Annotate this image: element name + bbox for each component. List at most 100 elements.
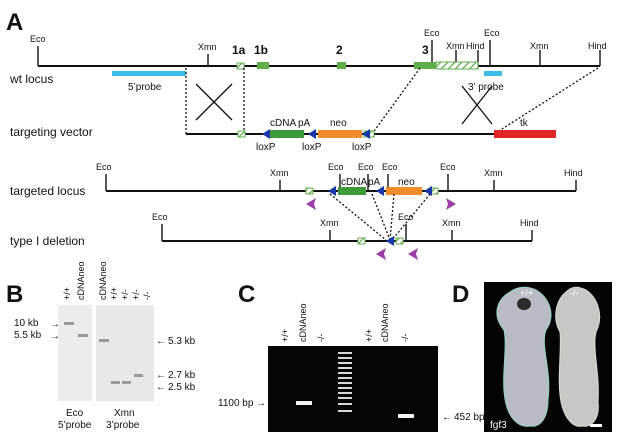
- marker-1100bp-arrow: →: [256, 398, 266, 409]
- targeted-pa-label: pA: [368, 177, 381, 188]
- marker-27kb: 2.7 kb: [168, 370, 196, 381]
- deletion-line-1: [329, 193, 387, 241]
- deletion-line-4: [391, 193, 431, 241]
- vector-pa-label: pA: [298, 118, 311, 129]
- svg-text:cDNAneo: cDNAneo: [298, 303, 308, 342]
- deletion-loxp: [386, 236, 394, 246]
- targeted-exon-1a: [305, 187, 314, 195]
- ladder-band-7: [338, 382, 352, 384]
- targeted-site-xmn-1: Xmn: [270, 168, 289, 178]
- homology-right-1: [371, 67, 421, 135]
- wt-site-xmn-3: Xmn: [530, 41, 549, 51]
- lane-c-r3: -/-: [400, 334, 410, 343]
- svg-text:+/-: +/-: [120, 289, 130, 300]
- vector-tk-bar: [494, 130, 556, 138]
- svg-text:cDNAneo: cDNAneo: [380, 303, 390, 342]
- targeted-site-eco-1: Eco: [96, 162, 112, 172]
- lane-c-l2: cDNAneo: [298, 303, 308, 342]
- marker-10kb: 10 kb: [14, 318, 39, 329]
- ladder-band-5: [338, 372, 352, 374]
- gel-band-1100bp: [296, 401, 312, 405]
- targeted-site-eco-2: Eco: [328, 162, 344, 172]
- svg-text:+/+: +/+: [62, 287, 72, 300]
- lane-c-l1: +/+: [280, 329, 290, 342]
- exon-1b: [257, 62, 269, 69]
- exon-3-label: 3: [422, 43, 429, 57]
- deletion-primer-2: [408, 248, 418, 260]
- ladder-band-6: [338, 377, 352, 379]
- svg-text:cDNAneo: cDNAneo: [76, 261, 86, 300]
- marker-10kb-arrow: →: [50, 319, 60, 330]
- lane-b-r4: +/-: [131, 289, 141, 300]
- vector-cdna-label: cDNA: [270, 118, 296, 129]
- ladder-band-9: [338, 392, 352, 394]
- deletion-site-xmn-1: Xmn: [320, 218, 339, 228]
- deletion-label: type I deletion: [10, 234, 85, 248]
- marker-53kb: 5.3 kb: [168, 336, 196, 347]
- vector-exon-1a: [237, 130, 246, 138]
- wt-site-eco-left: Eco: [30, 34, 46, 44]
- panel-b-label: B: [6, 281, 23, 308]
- targeted-loxp-1: [328, 186, 336, 196]
- deletion-dashed-lines: [329, 193, 431, 241]
- deletion-line-2: [371, 193, 391, 241]
- embryo-wildtype: [496, 286, 552, 427]
- svg-text:-/-: -/-: [142, 292, 152, 301]
- svg-text:cDNAneo: cDNAneo: [98, 261, 108, 300]
- caption-b-3probe: 3’probe: [106, 420, 140, 431]
- wt-site-eco-far: Eco: [484, 28, 500, 38]
- blot-eco-5: [58, 305, 92, 401]
- vector-cdna-bar: [270, 130, 304, 138]
- exon-2-label: 2: [336, 43, 343, 57]
- panel-a-label: A: [6, 9, 23, 36]
- deletion-site-hind: Hind: [520, 218, 539, 228]
- panel-c-label: C: [238, 281, 255, 308]
- lane-b-r1: cDNAneo: [98, 261, 108, 300]
- ladder-band-10: [338, 397, 352, 399]
- band-xmn-het2-25kb: [122, 381, 131, 384]
- deletion-site-eco-2: Eco: [398, 212, 414, 222]
- exon-1b-label: 1b: [254, 43, 268, 57]
- lane-c-r2: cDNAneo: [380, 303, 390, 342]
- vector-loxp-label-1: loxP: [256, 142, 276, 153]
- primer-arrow-1: [306, 198, 316, 210]
- targeted-loxp-2: [376, 186, 384, 196]
- vector-loxp-3: [362, 129, 370, 139]
- wt-locus-label: wt locus: [9, 72, 53, 86]
- wt-site-ticks: [37, 40, 601, 66]
- deletion-site-ticks: [161, 224, 533, 241]
- wt-site-xmn-2: Xmn: [446, 41, 465, 51]
- exon-3-coding: [414, 62, 436, 69]
- exon-1a: [236, 62, 245, 70]
- probe-3-label: 3’ probe: [468, 82, 504, 93]
- svg-text:-/-: -/-: [400, 334, 410, 343]
- marker-452bp-arrow: ←: [442, 412, 452, 423]
- targeted-site-hind: Hind: [564, 168, 583, 178]
- primer-arrow-2: [446, 198, 456, 210]
- ladder-band-4: [338, 367, 352, 369]
- marker-25kb-arrow: ←: [156, 382, 166, 393]
- vector-tk-label: tk: [520, 118, 529, 129]
- marker-25kb: 2.5 kb: [168, 382, 196, 393]
- marker-55kb: 5.5 kb: [14, 330, 42, 341]
- deletion-site-eco-1: Eco: [152, 212, 168, 222]
- marker-1100bp: 1100 bp: [218, 398, 254, 409]
- wt-site-hind-1: Hind: [466, 41, 485, 51]
- deletion-primer-1: [376, 248, 386, 260]
- targeted-site-xmn-2: Xmn: [484, 168, 503, 178]
- wt-site-xmn-1: Xmn: [198, 42, 217, 52]
- vector-neo-label: neo: [330, 118, 347, 129]
- targeted-site-eco-5: Eco: [440, 162, 456, 172]
- targeted-loxp-3: [424, 186, 432, 196]
- homology-lines-top: [185, 67, 599, 135]
- blot-xmn-3: [96, 305, 154, 401]
- marker-27kb-arrow: ←: [156, 370, 166, 381]
- embryo-caption-fgf3: fgf3: [490, 420, 507, 431]
- deletion-exon-3-hatch: [395, 237, 404, 245]
- homology-right-2: [493, 67, 599, 135]
- probe-5-label: 5’probe: [128, 82, 162, 93]
- ladder-band-11: [338, 403, 352, 405]
- vector-loxp-2: [308, 129, 316, 139]
